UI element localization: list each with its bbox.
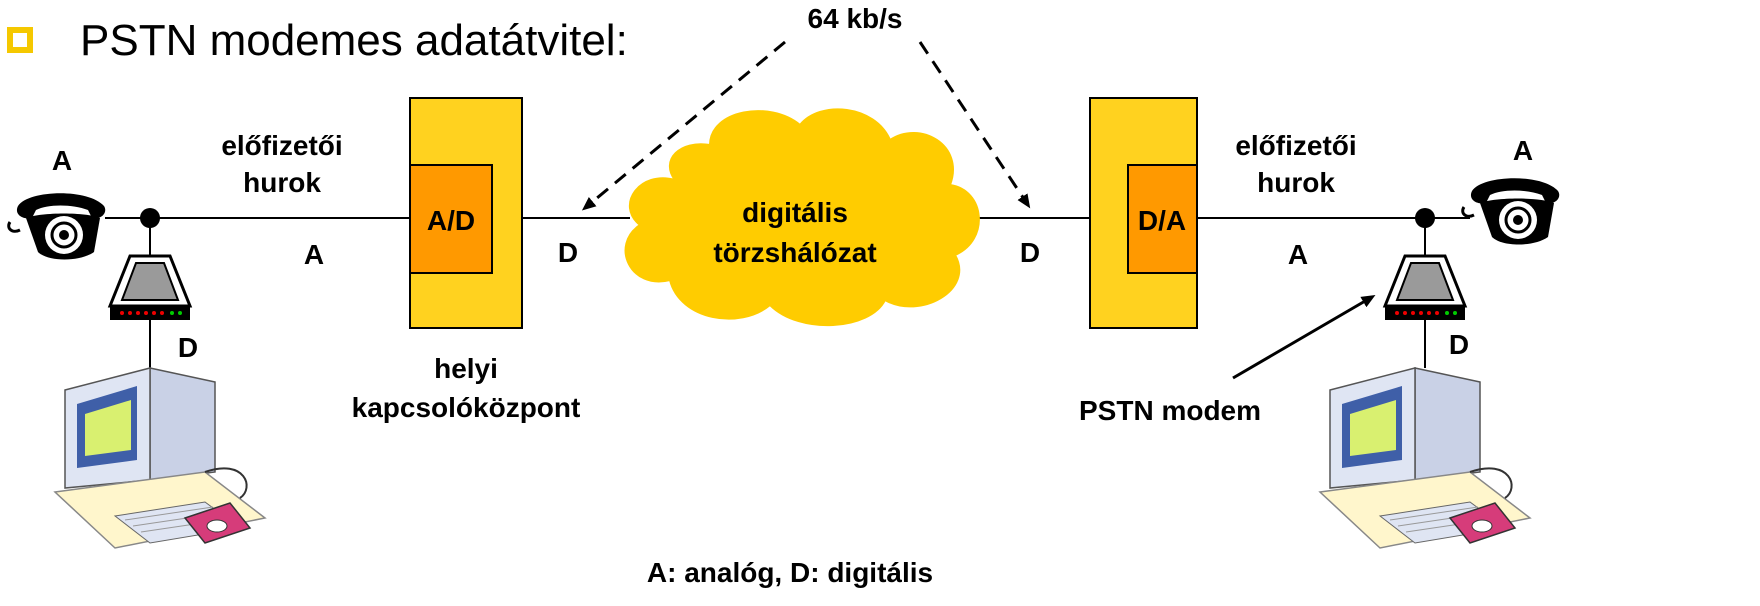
- modem-label: PSTN modem: [1079, 395, 1261, 426]
- ad-converter-label: A/D: [427, 205, 475, 236]
- cloud-label-line2: törzshálózat: [713, 237, 876, 268]
- exchange-label-line1: helyi: [434, 353, 498, 384]
- da-converter-label: D/A: [1138, 205, 1186, 236]
- legend: A: analóg, D: digitális: [647, 557, 933, 588]
- exchange-label-line2: kapcsolóközpont: [352, 392, 581, 423]
- right-loop-label-line2: hurok: [1257, 167, 1335, 198]
- left-loop-label-line1: előfizetői: [221, 130, 342, 161]
- left-telephone-icon: [7, 193, 106, 260]
- left-modem-icon: [107, 254, 193, 320]
- right-telephone-icon: [1461, 178, 1560, 245]
- right-converter-in-signal: D: [1020, 237, 1040, 268]
- speed-label: 64 kb/s: [808, 3, 903, 34]
- right-computer-icon: [1318, 367, 1532, 549]
- modem-pointer-arrow: [1232, 294, 1376, 380]
- right-loop-label-line1: előfizetői: [1235, 130, 1356, 161]
- digital-backbone-cloud: [624, 108, 980, 327]
- cloud-label-line1: digitális: [742, 197, 848, 228]
- right-line-signal: A: [1288, 239, 1308, 270]
- speed-arrow-left: [581, 40, 786, 211]
- right-phone-signal: A: [1513, 135, 1533, 166]
- ad-converter-box: [409, 164, 493, 274]
- left-converter-out-signal: D: [558, 237, 578, 268]
- left-phone-signal: A: [52, 145, 72, 176]
- title-bullet: [7, 27, 33, 53]
- left-loop-label-line2: hurok: [243, 167, 321, 198]
- right-modem-icon: [1382, 254, 1468, 320]
- left-modem-out-signal: D: [178, 332, 198, 363]
- right-modem-out-signal: D: [1449, 329, 1469, 360]
- speed-arrow-right: [918, 41, 1031, 209]
- left-computer-icon: [53, 367, 267, 549]
- page-title: PSTN modemes adatátvitel:: [80, 16, 628, 65]
- da-converter-box: [1127, 164, 1198, 274]
- left-line-signal: A: [304, 239, 324, 270]
